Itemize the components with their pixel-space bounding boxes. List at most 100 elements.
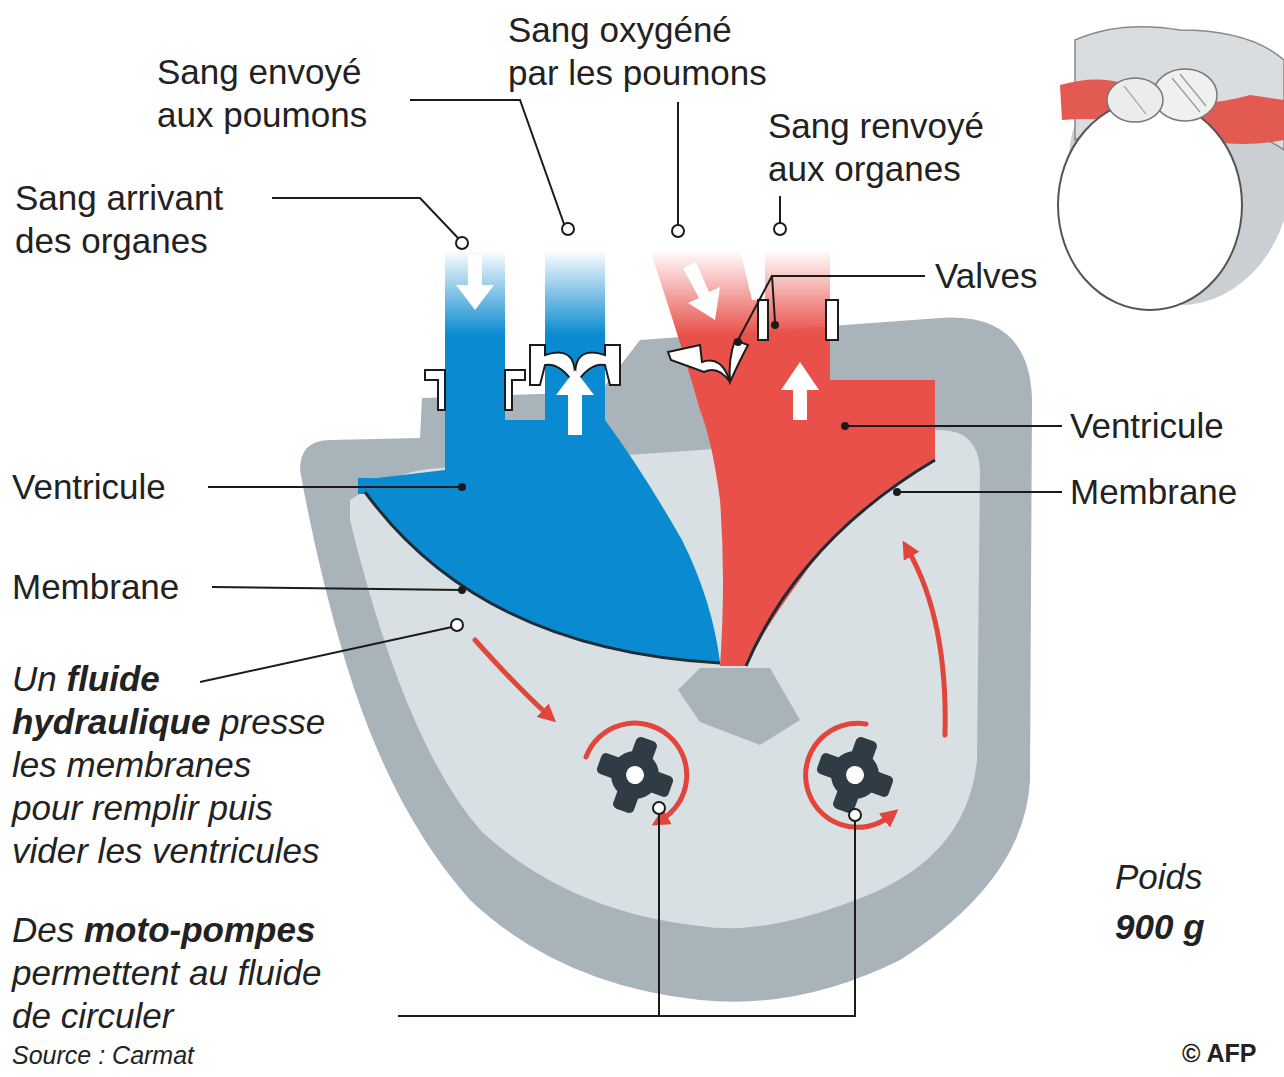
weight-value: 900 g xyxy=(1115,905,1205,948)
space xyxy=(57,745,67,784)
weight-label: Poids xyxy=(1115,855,1203,898)
part-label: Membrane xyxy=(1070,470,1237,513)
part-label: Ventricule xyxy=(1070,404,1224,447)
leader-dots-part xyxy=(849,809,861,821)
blue-ventricle xyxy=(360,250,720,662)
callout-label: Sang oxygéné par les poumons xyxy=(508,8,767,94)
fluid-arrows-part xyxy=(475,640,548,715)
valves-part xyxy=(730,340,748,382)
fluid-arrows xyxy=(475,550,945,827)
word: les xyxy=(98,831,143,870)
text-line: vider les ventricules xyxy=(12,829,325,872)
word: membranes xyxy=(66,745,251,784)
text-line: de circuler xyxy=(12,994,321,1037)
fluid-arrows-part xyxy=(586,723,687,820)
word: Membrane xyxy=(12,567,179,606)
word: Ventricule xyxy=(1070,406,1224,445)
valves-part xyxy=(505,370,525,410)
valves-part xyxy=(826,300,838,340)
space xyxy=(1200,1039,1206,1067)
space xyxy=(210,702,220,741)
text-line: aux poumons xyxy=(157,93,367,136)
leader-lines-part xyxy=(779,196,781,224)
leader-dots-part xyxy=(458,586,466,594)
word: fluide xyxy=(66,659,159,698)
text-line: Source : Carmat xyxy=(12,1040,194,1070)
space xyxy=(91,1041,98,1069)
space xyxy=(88,831,98,870)
text-line: Sang oxygéné xyxy=(508,8,767,51)
space xyxy=(1173,907,1183,946)
word: permettent xyxy=(12,953,179,992)
callout-label: Sang envoyé aux poumons xyxy=(157,50,367,136)
space xyxy=(850,106,860,145)
word: remplir xyxy=(92,788,199,827)
word: © xyxy=(1182,1039,1200,1067)
flow-arrows-part xyxy=(781,362,819,420)
text-line: des organes xyxy=(15,219,223,262)
leader-dots-part xyxy=(893,488,901,496)
word: les xyxy=(568,53,613,92)
word: pour xyxy=(12,788,82,827)
word: poumons xyxy=(623,53,767,92)
text-line: Ventricule xyxy=(12,465,166,508)
moto-pump xyxy=(586,726,683,823)
word: presse xyxy=(220,702,325,741)
word: Ventricule xyxy=(12,467,166,506)
copyright-mark: © AFP xyxy=(1182,1038,1256,1068)
moto-pump-part xyxy=(596,752,675,799)
leader-lines-part xyxy=(658,813,660,1016)
word: Des xyxy=(12,910,74,949)
membrane xyxy=(365,492,720,663)
word: 900 xyxy=(1115,907,1173,946)
word: arrivant xyxy=(106,178,223,217)
valves-part xyxy=(758,300,768,340)
text-line: Ventricule xyxy=(1070,404,1224,447)
text-line: Des moto-pompes xyxy=(12,908,321,951)
text-line: Membrane xyxy=(1070,470,1237,513)
space xyxy=(559,53,569,92)
space xyxy=(199,788,209,827)
space xyxy=(228,953,238,992)
leader-dots-part xyxy=(841,422,849,430)
space xyxy=(74,910,84,949)
space xyxy=(213,95,223,134)
inset-heart-part xyxy=(1058,100,1242,310)
text-line: Un fluide xyxy=(12,657,325,700)
leader-dots-part xyxy=(562,223,574,235)
word: Valves xyxy=(935,256,1037,295)
leader-dots-part xyxy=(672,225,684,237)
valves-part xyxy=(425,370,445,410)
word: aux xyxy=(157,95,213,134)
leader-lines-part xyxy=(398,820,855,1016)
word: g xyxy=(1183,907,1204,946)
word: Sang xyxy=(508,10,590,49)
leader-lines xyxy=(200,100,1062,1016)
flow-arrows-part xyxy=(556,370,594,435)
word: Source xyxy=(12,1041,91,1069)
text-line: Membrane xyxy=(12,565,179,608)
leader-lines-part xyxy=(200,627,452,682)
space xyxy=(105,1041,112,1069)
leader-lines-part xyxy=(208,486,462,488)
leader-lines-part xyxy=(738,276,772,340)
word: Membrane xyxy=(1070,472,1237,511)
text-line: 900 g xyxy=(1115,905,1205,948)
word: renvoyé xyxy=(859,106,984,145)
space xyxy=(613,53,623,92)
moto-pump-part xyxy=(623,763,646,786)
word: Carmat xyxy=(112,1041,194,1069)
leader-dots-part xyxy=(456,237,468,249)
flow-arrows xyxy=(456,255,819,435)
membrane xyxy=(746,460,935,666)
space xyxy=(97,178,107,217)
housing-joint xyxy=(678,668,800,745)
text-line: Valves xyxy=(935,254,1037,297)
word: AFP xyxy=(1206,1039,1256,1067)
word: Sang xyxy=(157,52,239,91)
part-label: Ventricule xyxy=(12,465,166,508)
artificial-heart-illustration-part xyxy=(771,321,779,329)
word: Sang xyxy=(15,178,97,217)
leader-lines-part xyxy=(845,425,1062,427)
inset-heart-part xyxy=(1124,74,1206,114)
